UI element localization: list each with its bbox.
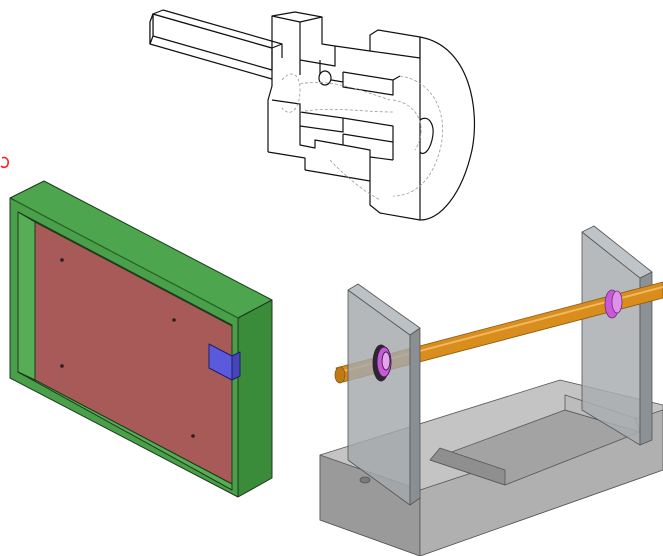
bushing-left: [372, 344, 392, 382]
red-arc-mark: [0, 156, 9, 169]
support-plate-left: [347, 283, 421, 506]
enclosure-box: [9, 180, 273, 498]
shaft-key-plate: [149, 9, 283, 80]
support-base: [319, 379, 663, 556]
box-bottom-inner-wall: [17, 371, 233, 491]
screw-hole: [191, 434, 195, 438]
keyed-shaft-wireframe: [149, 9, 475, 221]
support-plate-right: [581, 225, 653, 446]
rounded-end-cap: [419, 36, 475, 221]
stepped-housing: [267, 11, 421, 221]
hidden-lines: [281, 73, 443, 201]
screw-hole: [60, 258, 64, 262]
box-left-inner-wall: [17, 211, 36, 381]
screw-hole: [60, 364, 64, 368]
box-right-side: [237, 299, 273, 498]
bushing-right: [604, 289, 623, 319]
screw-hole: [172, 318, 176, 322]
shaft-support-assembly: [319, 225, 663, 556]
